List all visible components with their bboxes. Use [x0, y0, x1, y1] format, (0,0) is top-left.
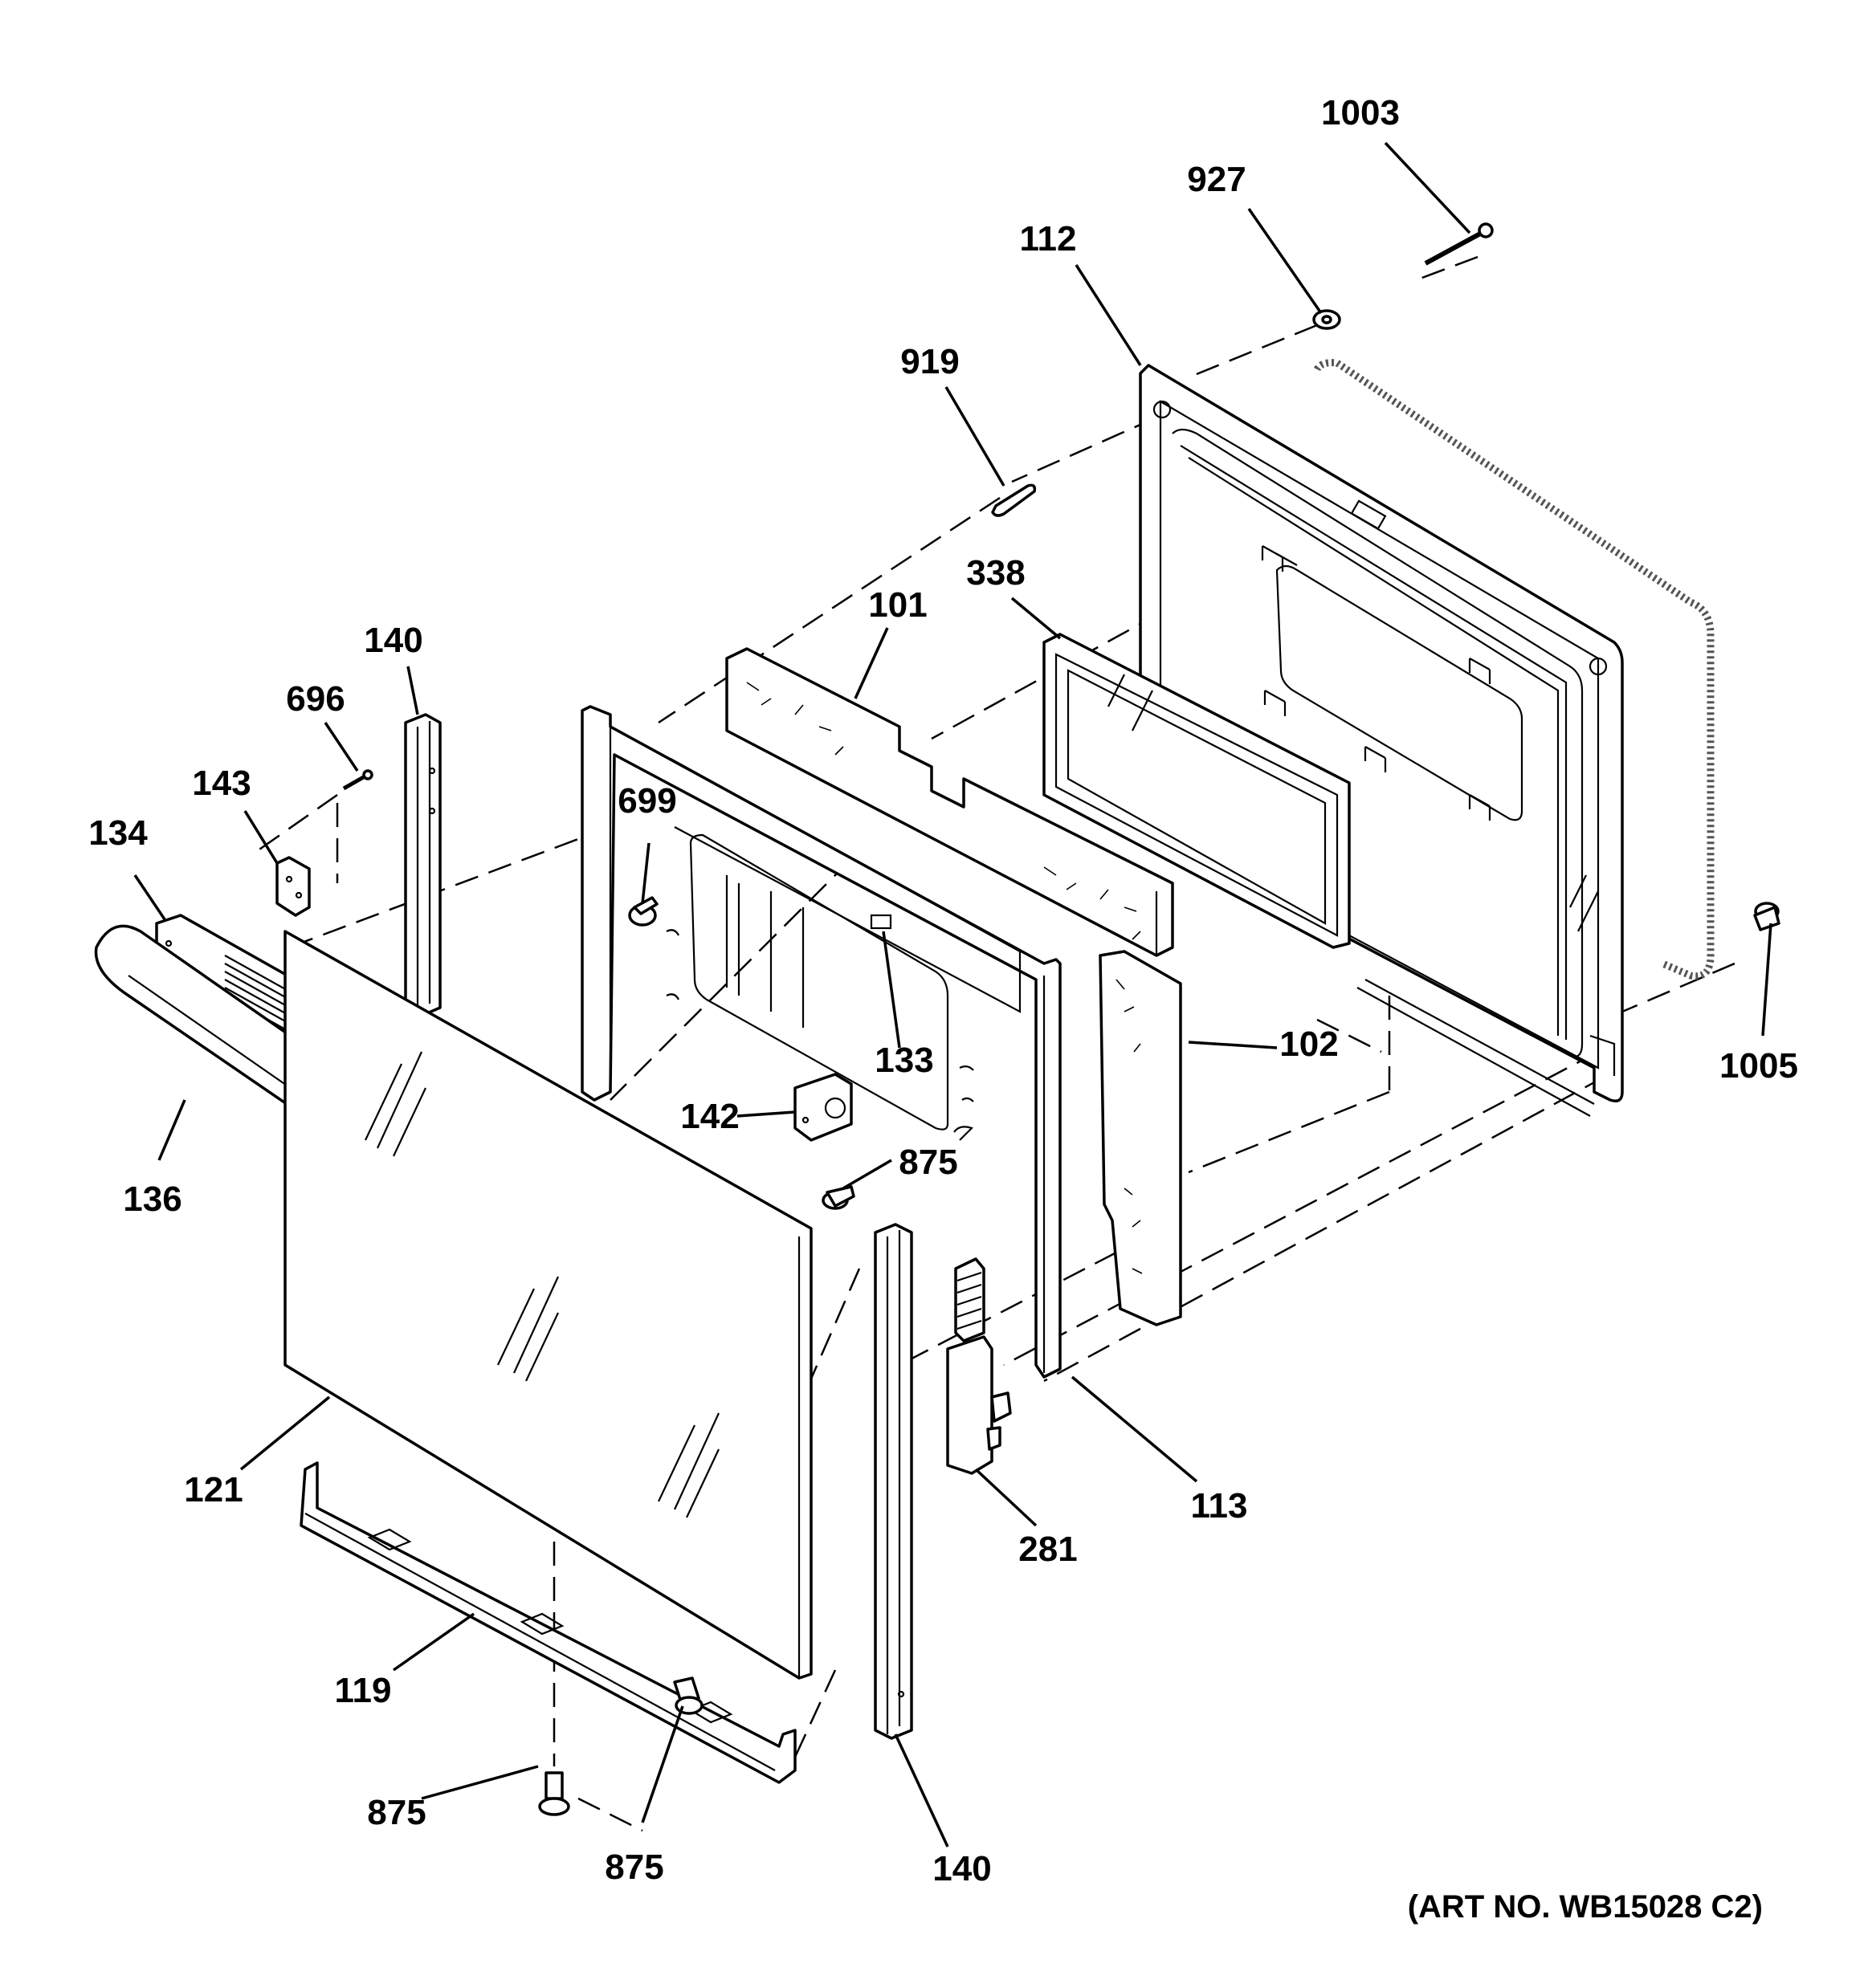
part-699-screw [628, 896, 659, 927]
callout-labels: 1003 927 112 919 338 101 140 696 143 134… [88, 93, 1798, 1925]
part-927-washer [1312, 309, 1341, 330]
callout-142: 142 [680, 1097, 739, 1136]
callout-140-top: 140 [364, 621, 422, 660]
part-102-insulation-side [1099, 950, 1182, 1326]
callout-134: 134 [88, 813, 148, 853]
callout-875-mid: 875 [899, 1143, 957, 1182]
callout-1003: 1003 [1321, 93, 1400, 132]
callout-112: 112 [1020, 219, 1077, 259]
callout-119: 119 [335, 1671, 392, 1710]
part-875-screw-mid [822, 1185, 855, 1210]
part-338-window-pack [1042, 633, 1599, 949]
callout-133: 133 [875, 1041, 933, 1080]
callout-102: 102 [1279, 1025, 1338, 1064]
leader-lines [133, 141, 1772, 1847]
callout-121: 121 [184, 1470, 243, 1509]
part-919-pin [991, 483, 1037, 517]
callout-143: 143 [192, 764, 251, 803]
part-101-insulation [725, 647, 1174, 957]
callout-696: 696 [286, 679, 345, 719]
part-696-screw [342, 769, 373, 791]
part-113-door-liner [581, 705, 1062, 1379]
art-number-label: (ART NO. WB15028 C2) [1408, 1889, 1763, 1925]
callout-1005: 1005 [1719, 1046, 1798, 1086]
callout-875-bottom: 875 [605, 1847, 663, 1887]
callout-281: 281 [1018, 1530, 1077, 1569]
part-1003-screw [1424, 222, 1494, 266]
callout-699: 699 [618, 781, 676, 821]
callout-113: 113 [1191, 1486, 1248, 1526]
part-121-outer-glass [283, 930, 813, 1680]
part-119-bottom-trim [300, 1461, 797, 1784]
callout-927: 927 [1187, 160, 1246, 199]
part-140-side-channel-top [404, 713, 442, 1017]
callout-338: 338 [966, 553, 1025, 593]
callout-875-left: 875 [367, 1793, 426, 1832]
part-281-hinge [946, 1257, 1012, 1475]
callout-919: 919 [900, 342, 959, 381]
part-875-screw-bottom [673, 1676, 704, 1715]
part-140-side-channel-bottom [874, 1223, 913, 1740]
part-142-latch [793, 1073, 853, 1142]
callout-136: 136 [123, 1179, 181, 1219]
callout-101: 101 [868, 585, 927, 625]
part-1005-fastener [1753, 902, 1780, 931]
callout-140-bottom: 140 [932, 1849, 991, 1888]
part-875-screw-left [538, 1771, 570, 1816]
part-143-bracket [275, 856, 311, 917]
